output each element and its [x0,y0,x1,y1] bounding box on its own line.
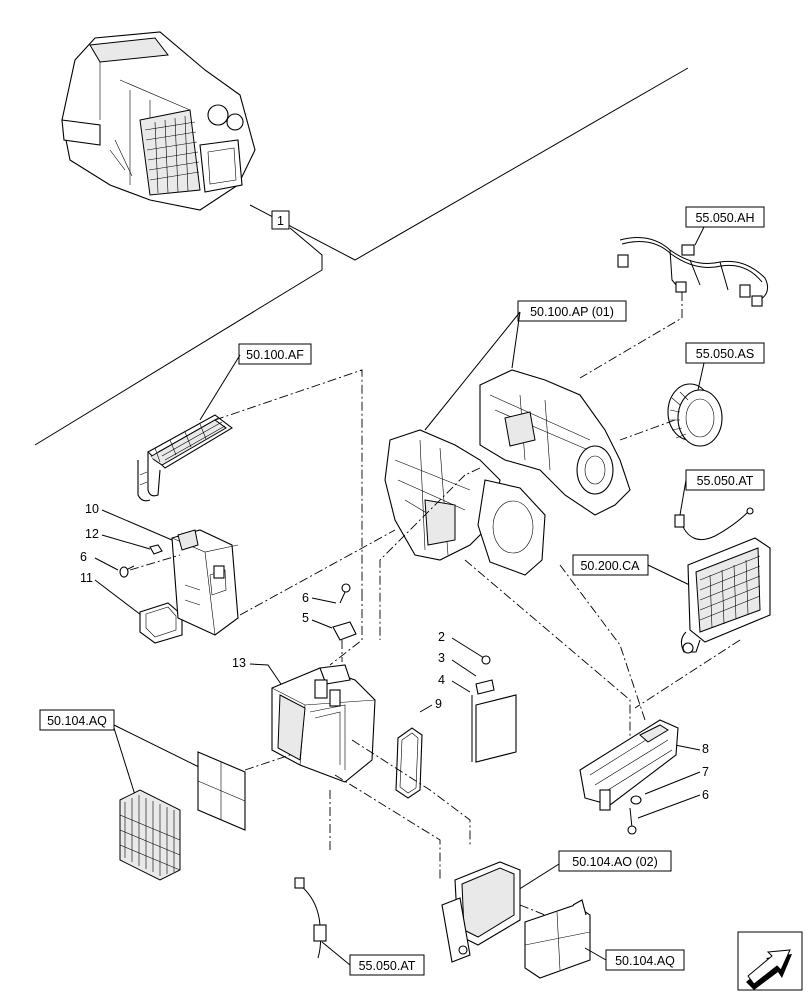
washer-part [630,795,642,805]
dash-line [214,369,363,592]
ref-50-200-ca[interactable]: 50.200.CA [580,559,640,573]
leader-line [311,619,333,629]
ref-55-050-at-bottom[interactable]: 55.050.AT [359,959,416,973]
callout-12: 12 [85,527,99,541]
wiring-harness-part [617,237,769,307]
leader-line [694,226,705,246]
next-page-arrow-icon[interactable] [737,931,803,991]
dash-line [379,474,466,640]
dash-line [129,529,396,616]
ref-55-050-at-top[interactable]: 55.050.AT [697,474,754,488]
callout-8: 8 [702,742,709,756]
ref-50-100-af[interactable]: 50.100.AF [246,348,304,362]
ref-50-104-aq-left[interactable]: 50.104.AQ [47,714,107,728]
callout-2: 2 [438,630,445,644]
leader-line [199,354,241,421]
leader-line [644,771,701,795]
leader-line [451,659,477,677]
leader-line [697,362,705,391]
clip-part [332,621,357,641]
callout-4: 4 [438,673,445,687]
ref-50-104-aq-bottom[interactable]: 50.104.AQ [615,954,675,968]
leader-line [637,794,701,819]
damper-flap-part [471,655,517,763]
callout-3: 3 [438,651,445,665]
cabin-filter-part [119,751,246,881]
ref-box [685,206,765,228]
dash-line [579,292,683,379]
blower-fan-part [667,383,723,447]
callout-7: 7 [702,765,709,779]
callout-6: 6 [80,550,87,564]
hvac-assembly-icon [61,31,256,211]
leader-line [101,509,173,541]
ref-box [517,300,627,322]
dash-line [619,419,676,441]
leader-line [451,637,485,659]
gasket-part [139,602,183,644]
leader-line [419,704,433,713]
leader-line [424,311,521,431]
ref-box [558,850,672,872]
leader-line [249,67,689,261]
leader-line [34,227,323,446]
dash-line [334,774,441,880]
callout-10: 10 [85,502,99,516]
sensor-cable-part [294,877,327,959]
leader-line [94,557,119,571]
screw-part [119,565,135,578]
leader-line [584,947,607,961]
evaporator-core-part [680,537,771,654]
recirculation-filter-part [441,861,521,963]
callout-6-mid: 6 [302,591,309,605]
ref-55-050-as[interactable]: 55.050.AS [696,347,754,361]
nut-part [149,544,163,555]
leader-line [249,663,286,691]
callout-11: 11 [80,571,93,585]
callout-5: 5 [302,611,309,625]
ref-50-100-ap-01[interactable]: 50.100.AP (01) [530,305,614,319]
dash-line [464,467,481,476]
dash-line [329,592,363,666]
callout-13: 13 [232,656,246,670]
air-duct-part [579,719,679,811]
leader-line [679,479,687,516]
screw-part [627,807,637,835]
leader-line [451,680,471,693]
temperature-sensor-part [674,507,754,540]
fresh-air-filter-part [524,899,591,979]
leader-line [101,534,151,550]
dash-line [351,739,471,845]
callout-6-right: 6 [702,788,709,802]
callout-1: 1 [277,214,284,228]
hvac-housing-part [384,369,631,576]
control-module-part [171,529,239,636]
leader-line [311,597,337,604]
leader-line [674,744,701,751]
ref-55-050-ah[interactable]: 55.050.AH [695,211,754,225]
filter-seal-part [395,727,423,799]
callout-9: 9 [435,697,442,711]
dash-line [244,754,291,771]
ref-box [39,709,115,731]
leader-line [94,579,146,619]
dash-line [519,904,546,916]
filter-housing-part [271,664,376,783]
leader-line [113,724,206,796]
dash-line [634,639,741,709]
callout-1-box [271,210,290,230]
ref-box [238,343,312,365]
heater-core-part [137,414,233,502]
ref-box [685,342,765,364]
ref-50-104-ao-02[interactable]: 50.104.AO (02) [572,855,657,869]
screw-part [339,583,351,604]
dash-line [559,564,646,721]
leader-line [321,941,351,966]
